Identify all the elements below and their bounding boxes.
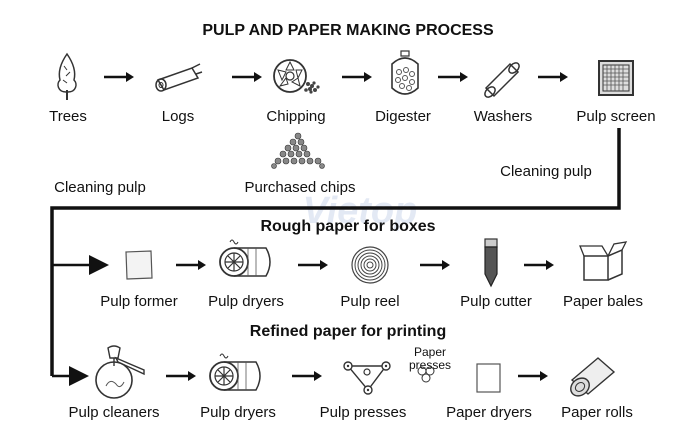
label-pulp-cutter: Pulp cutter bbox=[460, 293, 532, 310]
arrow-cleaners-dryers bbox=[166, 371, 196, 381]
watermark: Vietop bbox=[302, 190, 418, 232]
pulp-reel-icon bbox=[351, 246, 389, 284]
label-pulp-dryers-rough: Pulp dryers bbox=[208, 293, 284, 310]
pulp-dryers-refined-icon bbox=[209, 353, 261, 391]
label-paper-presses-line2: presses bbox=[408, 358, 452, 372]
digester-icon bbox=[391, 50, 419, 95]
label-pulp-dryers-refined: Pulp dryers bbox=[200, 404, 276, 421]
label-pulp-former: Pulp former bbox=[100, 293, 178, 310]
label-cleaning-pulp-left: Cleaning pulp bbox=[54, 179, 146, 196]
label-cleaning-pulp-right: Cleaning pulp bbox=[500, 163, 592, 180]
pulp-dryers-icon bbox=[219, 239, 271, 277]
arrow-cutter-bales bbox=[524, 260, 554, 270]
label-pulp-cleaners: Pulp cleaners bbox=[68, 404, 160, 421]
arrow-dryers-reel bbox=[298, 260, 328, 270]
label-paper-presses-line1: Paper bbox=[413, 345, 447, 359]
arrow-digester-washers bbox=[438, 72, 468, 82]
pulp-presses-icon bbox=[343, 361, 391, 395]
label-purchased-chips: Purchased chips bbox=[244, 179, 356, 196]
pulp-cutter-icon bbox=[484, 238, 498, 288]
purchased-chips-icon bbox=[271, 132, 325, 169]
washers-icon bbox=[484, 62, 520, 98]
logs-icon bbox=[155, 63, 203, 92]
arrow-presses-paper-dryers bbox=[417, 366, 435, 383]
arrow-paper-dryers-rolls bbox=[518, 371, 548, 381]
label-pulp-presses: Pulp presses bbox=[319, 404, 407, 421]
label-chipping: Chipping bbox=[266, 108, 326, 125]
heading-rough-paper: Rough paper for boxes bbox=[260, 218, 436, 235]
label-pulp-reel: Pulp reel bbox=[340, 293, 400, 310]
label-logs: Logs bbox=[161, 108, 195, 125]
arrow-dryers-presses bbox=[292, 371, 322, 381]
arrow-trees-logs bbox=[104, 72, 134, 82]
arrow-logs-chipping bbox=[232, 72, 262, 82]
arrow-chipping-digester bbox=[342, 72, 372, 82]
paper-dryers-icon bbox=[476, 363, 501, 393]
chipping-icon bbox=[273, 59, 320, 94]
heading-refined-paper: Refined paper for printing bbox=[249, 323, 447, 340]
pulp-former-icon bbox=[125, 250, 153, 280]
tree-icon bbox=[57, 52, 77, 100]
paper-bales-icon bbox=[579, 241, 628, 281]
label-trees: Trees bbox=[49, 108, 87, 125]
diagram-title: PULP AND PAPER MAKING PROCESS bbox=[202, 22, 494, 39]
label-digester: Digester bbox=[375, 108, 431, 125]
paper-rolls-icon bbox=[570, 357, 616, 397]
label-pulp-screen: Pulp screen bbox=[576, 108, 656, 125]
label-washers: Washers bbox=[473, 108, 533, 125]
pulp-screen-icon bbox=[598, 60, 634, 96]
label-paper-bales: Paper bales bbox=[562, 293, 644, 310]
label-paper-dryers: Paper dryers bbox=[446, 404, 532, 421]
arrow-former-dryers bbox=[176, 260, 206, 270]
label-paper-rolls: Paper rolls bbox=[561, 404, 633, 421]
arrow-reel-cutter bbox=[420, 260, 450, 270]
arrow-washers-pulp-screen bbox=[538, 72, 568, 82]
pulp-cleaners-icon bbox=[95, 345, 145, 399]
